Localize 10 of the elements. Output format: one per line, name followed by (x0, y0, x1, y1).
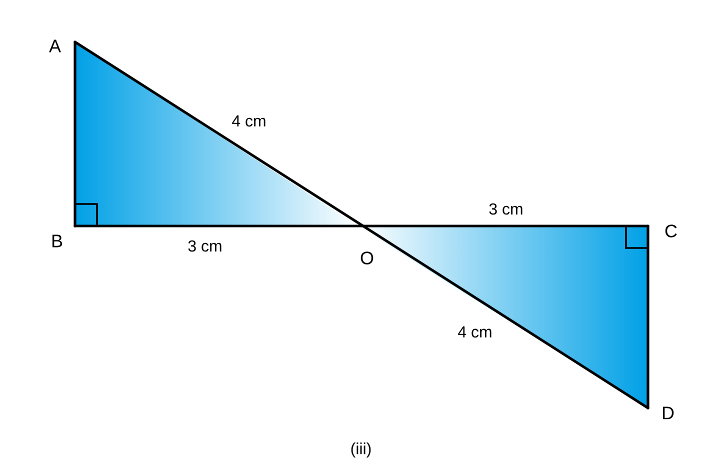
caption: (iii) (351, 442, 371, 458)
point-label: C (665, 224, 677, 238)
dimension-label: 3 cm (489, 203, 522, 215)
point-label: B (52, 234, 62, 248)
dimension-label: 4 cm (458, 326, 492, 338)
point-label: O (360, 252, 374, 264)
dimension-label: 3 cm (188, 240, 222, 252)
point-label: A (49, 40, 61, 52)
dimension-label: 4 cm (232, 115, 266, 127)
point-label: D (662, 406, 674, 420)
